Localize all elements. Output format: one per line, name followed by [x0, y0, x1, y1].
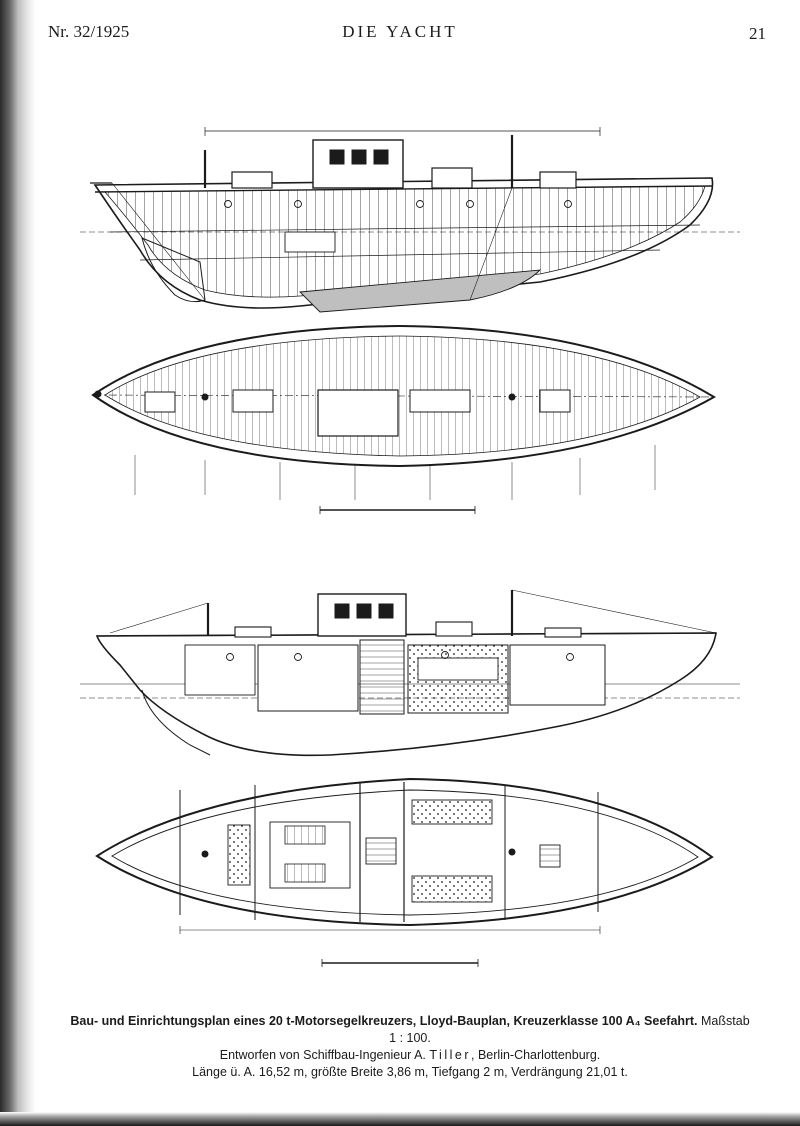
- caption-title: Bau- und Einrichtungsplan eines 20 t-Mot…: [70, 1014, 698, 1028]
- arrangement-plan-drawing: [95, 777, 714, 967]
- construction-profile-drawing: [80, 127, 740, 313]
- caption-designer-name: Tiller: [429, 1048, 472, 1062]
- page-bottom-shadow: [0, 1112, 800, 1126]
- caption-dimensions: Länge ü. A. 16,52 m, größte Breite 3,86 …: [192, 1065, 628, 1079]
- construction-deck-plan-drawing: [91, 324, 716, 514]
- caption-scale: Maßstab 1 : 100.: [389, 1014, 750, 1045]
- issue-number: Nr. 32/1925: [48, 22, 130, 41]
- arrangement-profile-drawing: [80, 589, 740, 757]
- caption-designer-suffix: , Berlin-Charlottenburg.: [471, 1048, 601, 1062]
- caption-designer-prefix: Entworfen von Schiffbau-Ingenieur A.: [219, 1048, 426, 1062]
- page-number: 21: [749, 24, 766, 43]
- magazine-title: DIE YACHT: [342, 22, 458, 41]
- caption-title-line: Bau- und Einrichtungsplan eines 20 t-Mot…: [70, 1013, 750, 1047]
- caption-designer-line: Entworfen von Schiffbau-Ingenieur A. Til…: [70, 1047, 750, 1064]
- figure-caption: Bau- und Einrichtungsplan eines 20 t-Mot…: [70, 1013, 750, 1081]
- book-spine-shadow: [0, 0, 36, 1126]
